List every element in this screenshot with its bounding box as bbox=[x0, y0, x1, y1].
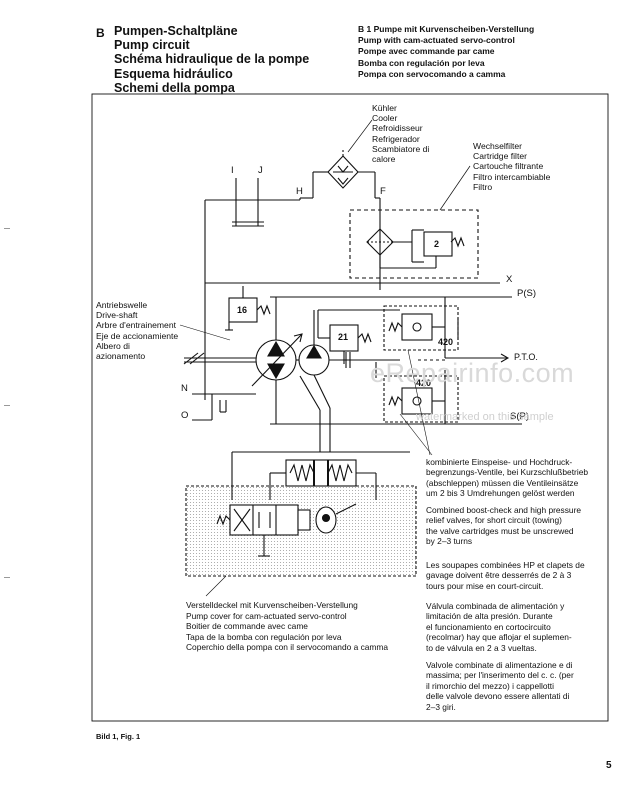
watermark-sub: watermarked on this sample bbox=[416, 411, 554, 423]
drive-shaft-label-it-1: Albero di bbox=[96, 340, 130, 351]
cooler-label-en: Cooler bbox=[372, 113, 398, 124]
filter-housing bbox=[349, 209, 479, 279]
filter-label-de: Wechselfilter bbox=[473, 141, 523, 151]
combined-valves-de: kombinierte Einspeise- und Hochdruck- be… bbox=[426, 457, 588, 499]
drive-shaft-label-it-2: azionamento bbox=[96, 351, 146, 362]
valve-2-label: 2 bbox=[434, 239, 440, 249]
combined-valves-es-line: (recolmar) hay que aflojar el suplemen- bbox=[426, 632, 572, 643]
servo-cover-housing bbox=[185, 485, 417, 577]
subsection-title-it: Pompa con servocomando a camma bbox=[358, 68, 506, 79]
servo-valve-block bbox=[229, 504, 299, 536]
port-H: H bbox=[296, 186, 303, 197]
combined-valves-it-line: il rimorchio del mezzo) i cappellotti bbox=[426, 680, 554, 691]
port-J: J bbox=[258, 165, 263, 176]
filter-bypass-valve bbox=[423, 231, 453, 257]
combined-valves-en: Combined boost-check and high pressure r… bbox=[426, 505, 581, 547]
combined-valves-es-line: Válvula combinada de alimentación y bbox=[426, 601, 565, 611]
filter-label: Wechselfilter Cartridge filter Cartouche… bbox=[473, 141, 550, 192]
port-X: X bbox=[506, 274, 513, 285]
section-title-en: Pump circuit bbox=[114, 38, 190, 53]
cooler-label: Kühler Cooler Refroidisseur Refrigerador… bbox=[372, 103, 429, 164]
subsection-titles: B 1 Pumpe mit Kurvenscheiben-Verstellung… bbox=[358, 24, 534, 80]
filter-label-es: Filtro intercambiable bbox=[473, 171, 551, 182]
cooler-symbol bbox=[327, 155, 359, 189]
combined-valves-en-line: relief valves, for short circuit (towing… bbox=[426, 515, 562, 526]
margin-mark bbox=[4, 228, 10, 229]
cooler-label-de: Kühler bbox=[372, 103, 397, 113]
combined-valves-es-line: limitación de alta presión. Durante bbox=[426, 611, 553, 622]
page-number: 5 bbox=[606, 760, 612, 771]
servo-cover-label-de: Verstelldeckel mit Kurvenscheiben-Verste… bbox=[186, 600, 358, 610]
combined-valves-de-line: um 2 bis 3 Umdrehungen gelöst werden bbox=[426, 488, 575, 499]
servo-cover-label-fr: Boitier de commande avec came bbox=[186, 621, 308, 632]
subsection-title-fr: Pompe avec commande par came bbox=[358, 46, 495, 57]
drive-shaft-label-de: Antriebswelle bbox=[96, 300, 148, 310]
cooler-label-es: Refrigerador bbox=[372, 133, 420, 144]
section-letter: B bbox=[96, 26, 105, 40]
section-title-es: Esquema hidráulico bbox=[114, 66, 233, 81]
subsection-title-en: Pump with cam-actuated servo-control bbox=[358, 35, 515, 46]
margin-mark bbox=[4, 405, 10, 406]
combined-valves-de-line: kombinierte Einspeise- und Hochdruck- bbox=[426, 457, 573, 467]
cooler-label-fr: Refroidisseur bbox=[372, 123, 423, 134]
subsection-title-de: B 1 Pumpe mit Kurvenscheiben-Verstellung bbox=[358, 24, 535, 34]
figure-caption: Bild 1, Fig. 1 bbox=[96, 732, 141, 741]
filter-label-it: Filtro bbox=[473, 181, 493, 192]
servo-cover-label: Verstelldeckel mit Kurvenscheiben-Verste… bbox=[186, 600, 388, 653]
port-S: S(P) bbox=[510, 411, 529, 422]
combined-valves-en-line: the valve cartridges must be unscrewed bbox=[426, 525, 574, 536]
combined-valves-de-line: begrenzungs-Ventile, bei Kurzschlußbetri… bbox=[426, 467, 589, 478]
servo-cover-label-it: Coperchio della pompa con il servocomand… bbox=[186, 642, 389, 653]
servo-cover-label-es: Tapa de la bomba con regulación por leva bbox=[186, 631, 342, 642]
section-title-de: Pumpen-Schaltpläne bbox=[114, 24, 238, 38]
combined-valves-fr: Les soupapes combinées HP et clapets de … bbox=[426, 560, 585, 591]
combined-valves-en-line: Combined boost-check and high pressure bbox=[426, 505, 582, 515]
port-N: N bbox=[181, 383, 188, 394]
margin-mark bbox=[4, 577, 10, 578]
valve-21-label: 21 bbox=[338, 332, 349, 342]
valve-420-upper-label: 420 bbox=[438, 337, 454, 347]
cooler-label-it-1: Scambiatore di bbox=[372, 143, 430, 154]
combined-valves-es-line: el funcionamiento en cortocircuito bbox=[426, 621, 551, 632]
combined-valves-it-line: massima; per l'inserimento del c. c. (pe… bbox=[426, 670, 574, 681]
filter-label-fr: Cartouche filtrante bbox=[473, 161, 544, 172]
combined-valves-es-line: to de válvula en 2 a 3 vueltas. bbox=[426, 642, 537, 653]
combined-valve-upper bbox=[401, 313, 433, 341]
section-title-it: Schemi della pompa bbox=[114, 80, 235, 95]
port-O: O bbox=[181, 410, 189, 421]
drive-shaft-label-es: Eje de accionamiente bbox=[96, 330, 179, 341]
drive-shaft-label-en: Drive-shaft bbox=[96, 310, 138, 321]
subsection-title-es: Bomba con regulación por leva bbox=[358, 57, 485, 68]
combined-valves-it-line: 2–3 giri. bbox=[426, 701, 456, 712]
port-PTO: P.T.O. bbox=[514, 352, 538, 362]
combined-valves-fr-line: gavage doivent être desserrés de 2 à 3 bbox=[426, 570, 572, 581]
filter-label-en: Cartridge filter bbox=[473, 151, 527, 162]
section-title-fr: Schéma hidraulique de la pompe bbox=[114, 52, 310, 67]
cooler-label-it-2: calore bbox=[372, 154, 396, 165]
combined-valves-fr-line: Les soupapes combinées HP et clapets de bbox=[426, 560, 585, 570]
valve-16-label: 16 bbox=[237, 305, 248, 315]
combined-valves-de-line: (abschleppen) müssen die Ventileinsätze bbox=[426, 477, 579, 488]
port-F: F bbox=[380, 186, 386, 197]
combined-valves-it-line: Valvole combinate di alimentazione e di bbox=[426, 660, 573, 670]
combined-valves-es: Válvula combinada de alimentación y limi… bbox=[426, 601, 572, 653]
valve-420-lower-label: 420 bbox=[416, 378, 432, 388]
combined-valves-it-line: delle valvole devono essere allentati di bbox=[426, 691, 570, 702]
figure-frame bbox=[91, 93, 609, 722]
servo-cover-label-en: Pump cover for cam-actuated servo-contro… bbox=[186, 610, 347, 621]
drive-shaft-label-fr: Arbre d'entrainement bbox=[96, 320, 176, 331]
port-P: P(S) bbox=[517, 288, 536, 299]
watermark: eRepairinfo.com bbox=[370, 358, 575, 388]
section-titles: Pumpen-Schaltpläne Pump circuit Schéma h… bbox=[114, 24, 309, 95]
combined-valves-fr-line: tours pour mise en court-circuit. bbox=[426, 580, 544, 591]
drive-shaft-label: Antriebswelle Drive-shaft Arbre d'entrai… bbox=[96, 300, 178, 361]
port-I: I bbox=[231, 165, 234, 176]
combined-valves-en-line: by 2–3 turns bbox=[426, 536, 473, 547]
combined-valves-it: Valvole combinate di alimentazione e di … bbox=[426, 660, 574, 712]
